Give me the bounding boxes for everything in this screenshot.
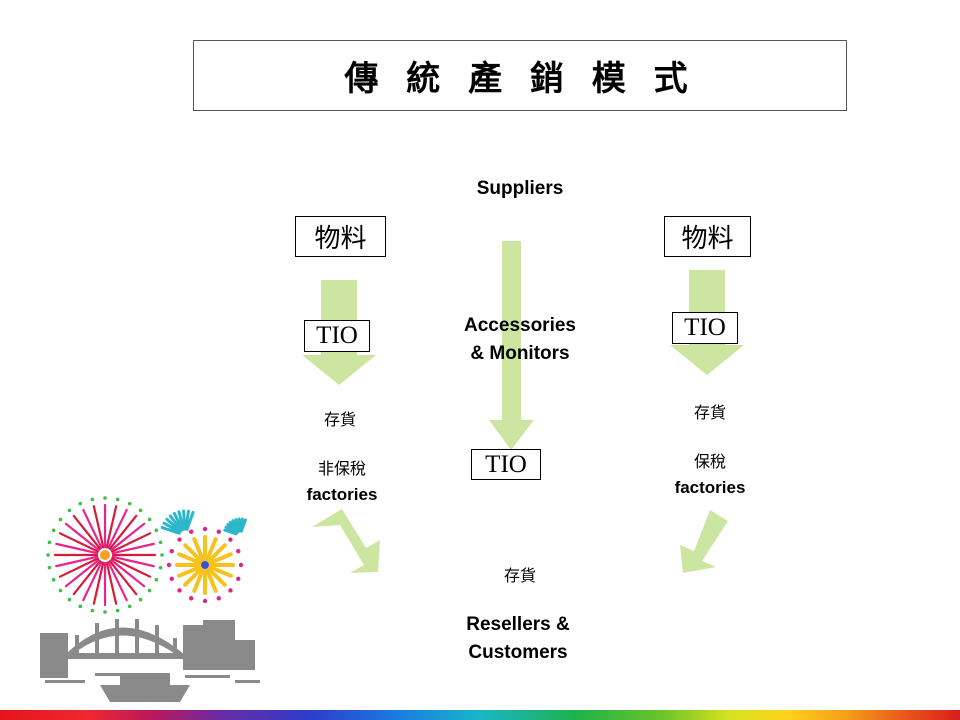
firework-large-icon <box>46 496 164 614</box>
right-factory-word: factories <box>674 477 746 497</box>
resellers-label: Resellers & Customers <box>418 611 618 666</box>
firework-yellow-icon <box>166 526 244 604</box>
left-material-box: 物料 <box>295 216 386 257</box>
left-diagonal-arrow <box>312 509 380 573</box>
page-title: 傳 統 產 銷 模 式 <box>344 59 696 99</box>
bridge-clipart <box>40 619 260 702</box>
left-tio-box: TIO <box>304 320 370 352</box>
right-tio-box: TIO <box>672 312 738 344</box>
rainbow-stripe <box>0 710 960 720</box>
right-factory-type: 保稅 <box>693 452 726 471</box>
title-box: 傳 統 產 銷 模 式 <box>193 40 847 111</box>
accessories-line2: & Monitors <box>470 342 570 364</box>
fireworks-clipart <box>40 496 260 702</box>
right-diagonal-arrow <box>680 510 728 573</box>
left-factory-label: 非保稅 factories <box>282 457 402 508</box>
resellers-line2: Customers <box>468 641 568 663</box>
suppliers-label: Suppliers <box>476 178 564 199</box>
center-inventory-label: 存貨 <box>503 566 536 585</box>
right-inventory-label: 存貨 <box>693 403 726 422</box>
accessories-line1: Accessories <box>464 315 576 336</box>
left-factory-word: factories <box>306 484 378 504</box>
center-tio-box: TIO <box>471 449 541 480</box>
right-material-box: 物料 <box>664 216 751 257</box>
left-factory-type: 非保稅 <box>317 459 366 478</box>
firework-cyan-icon <box>160 509 247 536</box>
accessories-label: Accessories & Monitors <box>420 312 620 367</box>
center-down-arrow <box>489 241 534 450</box>
right-factory-label: 保稅 factories <box>650 450 770 501</box>
resellers-line1: Resellers & <box>466 614 570 635</box>
left-inventory-label: 存貨 <box>323 410 356 429</box>
